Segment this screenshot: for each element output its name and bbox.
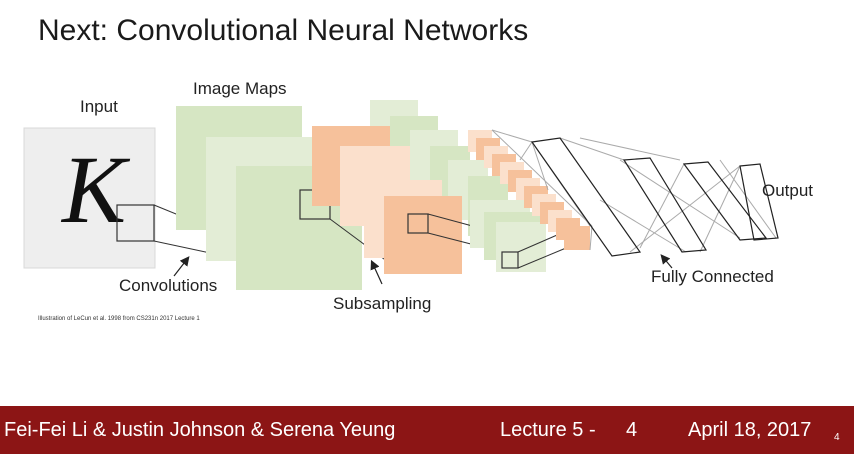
page-number: 4	[834, 432, 840, 443]
pool2-stack	[468, 130, 590, 250]
conv2-map	[496, 222, 546, 272]
footer-lecture-number: 4	[626, 419, 638, 441]
input-label: Input	[80, 97, 118, 116]
convolutions-label: Convolutions	[119, 276, 218, 295]
conv2-receptive-field	[501, 251, 519, 269]
subsampling-arrow	[370, 259, 383, 285]
footer-authors: Fei-Fei Li & Justin Johnson & Serena Yeu…	[4, 419, 396, 441]
fully-connected-arrow	[660, 254, 673, 269]
slide-title: Next: Convolutional Neural Networks	[38, 14, 529, 47]
figure-caption: Illustration of LeCun et al. 1998 from C…	[38, 316, 200, 322]
subsampling-label: Subsampling	[333, 294, 432, 313]
input-receptive-field	[116, 204, 155, 242]
fc-layers	[530, 137, 779, 257]
pool1-map	[384, 196, 462, 274]
fc-connections	[491, 129, 777, 253]
image-maps-label: Image Maps	[193, 79, 287, 98]
input-image	[23, 127, 156, 269]
output-label: Output	[762, 181, 814, 200]
fully-connected-label: Fully Connected	[651, 267, 774, 286]
input-glyph: K	[60, 136, 131, 243]
pool1-receptive-field	[407, 213, 429, 234]
cnn-diagram: K	[23, 100, 779, 290]
footer-date: April 18, 2017	[688, 419, 812, 441]
slide-footer: Fei-Fei Li & Justin Johnson & Serena Yeu…	[0, 406, 854, 454]
footer-lecture: Lecture 5 -	[500, 419, 596, 441]
convolutions-arrow	[173, 256, 190, 277]
